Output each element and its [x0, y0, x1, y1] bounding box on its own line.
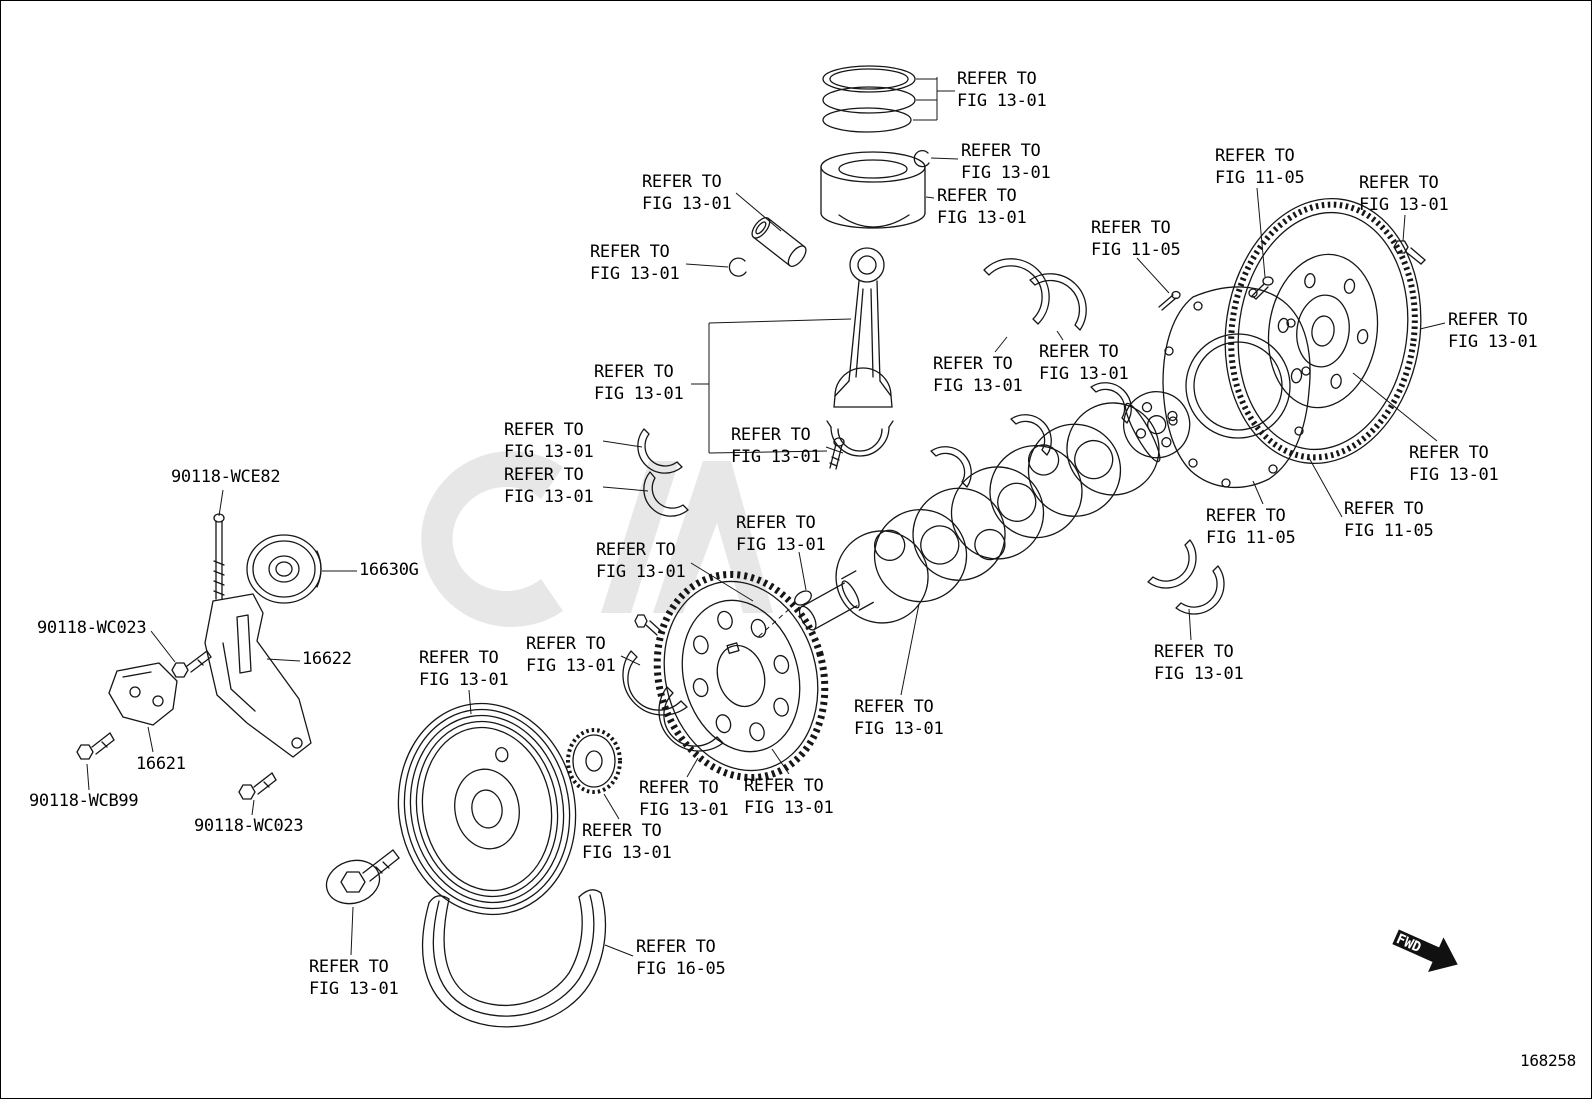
- refer-callout: REFER TO FIG 13-01: [642, 172, 732, 214]
- piston: [820, 151, 926, 229]
- pulley-bolt: [325, 849, 400, 905]
- refer-callout: REFER TO FIG 13-01: [744, 776, 834, 818]
- rod-bolt: [829, 437, 845, 470]
- rod-bearing-shells: [637, 428, 689, 517]
- refer-callout: REFER TO FIG 11-05: [1091, 218, 1181, 260]
- refer-callout: REFER TO FIG 13-01: [1154, 642, 1244, 684]
- crankshaft: [798, 391, 1191, 631]
- piston-pin: [751, 217, 807, 267]
- main-bearing-shells: [622, 258, 1225, 752]
- bolt-wc023-upper: [171, 650, 212, 678]
- refer-callout: REFER TO FIG 13-01: [731, 425, 821, 467]
- refer-callout: REFER TO FIG 11-05: [1344, 499, 1434, 541]
- part-number-16621: 16621: [136, 754, 186, 774]
- part-number-90118-wcb99: 90118-WCB99: [29, 791, 139, 811]
- refer-callout: REFER TO FIG 13-01: [504, 420, 594, 462]
- part-number-16622: 16622: [302, 649, 352, 669]
- refer-callout: REFER TO FIG 13-01: [961, 141, 1051, 183]
- stud-bolt: [213, 513, 225, 600]
- refer-callout: REFER TO FIG 11-05: [1206, 506, 1296, 548]
- crank-sprocket: [653, 570, 829, 782]
- refer-callout: REFER TO FIG 13-01: [1409, 443, 1499, 485]
- crank-pulley: [397, 702, 577, 916]
- refer-callout: REFER TO FIG 13-01: [419, 648, 509, 690]
- part-number-16630g: 16630G: [359, 560, 419, 580]
- piston-rings: [822, 65, 916, 133]
- refer-callout: REFER TO FIG 11-05: [1215, 146, 1305, 188]
- tone-wheel: [566, 728, 622, 794]
- bracket-16622: [204, 593, 312, 758]
- watermark: [421, 451, 773, 627]
- idler-pulley: [246, 534, 322, 604]
- fwd-arrow: FWD: [1392, 929, 1458, 973]
- refer-callout: REFER TO FIG 13-01: [582, 821, 672, 863]
- refer-callout: REFER TO FIG 13-01: [309, 957, 399, 999]
- sprocket-bolt: [634, 614, 662, 636]
- refer-callout: REFER TO FIG 13-01: [526, 634, 616, 676]
- refer-callout: REFER TO FIG 13-01: [1448, 310, 1538, 352]
- rear-seal-plate: [1162, 286, 1311, 489]
- bracket-16621: [108, 662, 178, 726]
- diagram-number: 168258: [1520, 1051, 1576, 1070]
- plate-bolt: [1251, 276, 1274, 300]
- connecting-rod: [833, 247, 893, 408]
- snap-ring-lower: [728, 257, 747, 277]
- refer-callout: REFER TO FIG 13-01: [596, 540, 686, 582]
- refer-callout: REFER TO FIG 16-05: [636, 937, 726, 979]
- flywheel-bolt: [1393, 240, 1426, 265]
- refer-callout: REFER TO FIG 13-01: [933, 354, 1023, 396]
- refer-callout: REFER TO FIG 13-01: [957, 69, 1047, 111]
- flywheel: [1224, 197, 1422, 465]
- refer-callout: REFER TO FIG 13-01: [1039, 342, 1129, 384]
- bolt-wc023-lower: [238, 772, 277, 800]
- bolt-wcb99: [76, 732, 115, 760]
- refer-callout: REFER TO FIG 13-01: [594, 362, 684, 404]
- refer-callout: REFER TO FIG 13-01: [854, 697, 944, 739]
- part-number-90118-wce82: 90118-WCE82: [171, 467, 281, 487]
- part-number-90118-wc023-b: 90118-WC023: [194, 816, 304, 836]
- plate-stud: [1158, 290, 1181, 311]
- drive-belt: [422, 889, 607, 1028]
- refer-callout: REFER TO FIG 13-01: [1359, 173, 1449, 215]
- refer-callout: REFER TO FIG 13-01: [504, 465, 594, 507]
- leader-lines: [86, 77, 1446, 957]
- refer-callout: REFER TO FIG 13-01: [937, 186, 1027, 228]
- part-number-90118-wc023-a: 90118-WC023: [37, 618, 147, 638]
- refer-callout: REFER TO FIG 13-01: [590, 242, 680, 284]
- refer-callout: REFER TO FIG 13-01: [639, 778, 729, 820]
- refer-callout: REFER TO FIG 13-01: [736, 513, 826, 555]
